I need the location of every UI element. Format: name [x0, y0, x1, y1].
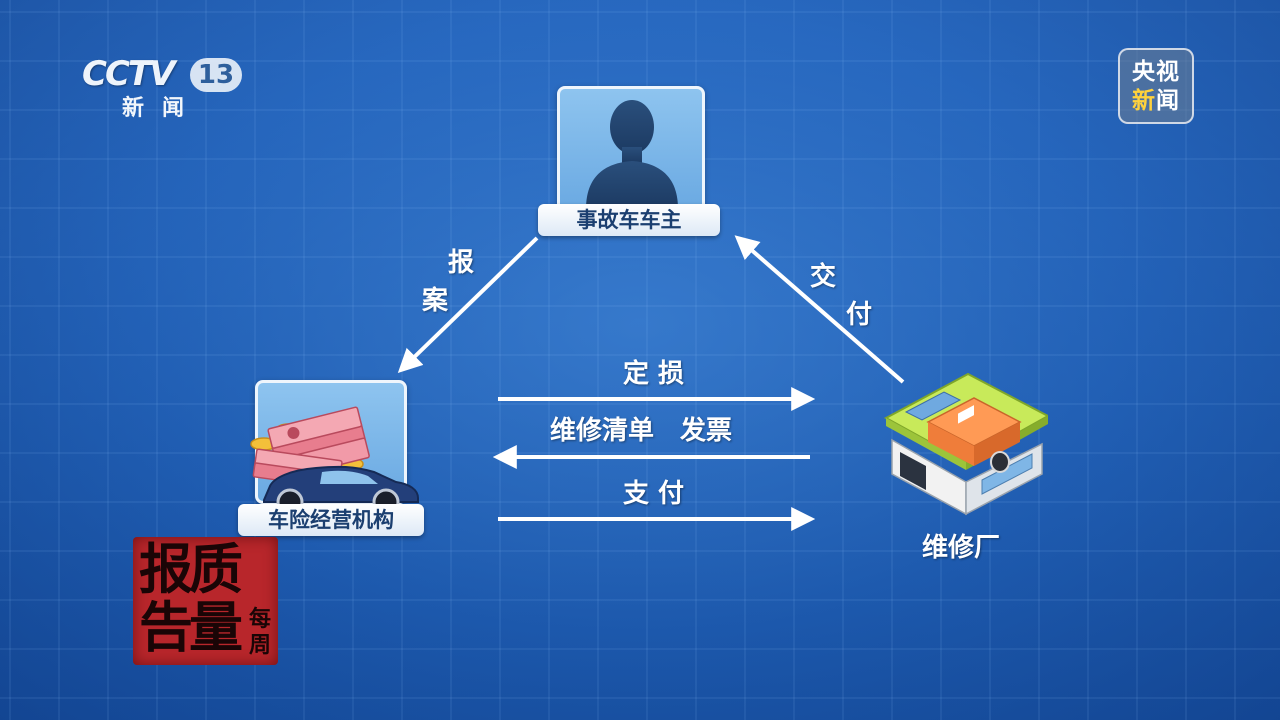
seal-char-1: 报: [139, 537, 193, 601]
money-car-icon: [250, 406, 419, 508]
seal-char-3: 告: [139, 595, 193, 659]
cctv-13-logo: CCTV 13 新闻: [82, 54, 247, 124]
repair-shop-building-icon: [883, 372, 1048, 516]
badge-line-2: 新闻: [1120, 87, 1192, 115]
cctv-news-badge: 央视 新闻: [1118, 48, 1194, 124]
pay-label: 支 付: [623, 479, 685, 509]
report-arrow: [397, 236, 539, 374]
badge-rest-char: 闻: [1156, 88, 1180, 114]
repair-shop-label: 维修厂: [922, 533, 1001, 563]
deliver-label-char-2: 付: [846, 300, 873, 330]
channel-subtitle: 新闻: [122, 96, 203, 121]
cctv-wordmark: CCTV: [82, 54, 175, 94]
owner-node-label: 事故车车主: [538, 204, 720, 236]
seal-small-char-1: 每: [249, 606, 272, 632]
report-label-char-2: 案: [422, 286, 449, 316]
seal-char-2: 质: [189, 537, 243, 601]
seal-small-char-2: 周: [249, 632, 272, 658]
report-label-char-1: 报: [448, 248, 475, 278]
badge-highlight-char: 新: [1132, 88, 1156, 114]
badge-line-1: 央视: [1132, 59, 1180, 85]
bill-invoice-label: 维修清单 发票: [550, 416, 733, 446]
seal-char-4: 量: [189, 595, 243, 659]
owner-node-card: [557, 86, 705, 214]
deliver-arrow: [734, 235, 905, 384]
insurer-node-label: 车险经营机构: [238, 504, 424, 536]
assess-label: 定 损: [623, 359, 685, 389]
person-silhouette-icon: [586, 100, 678, 209]
channel-number: 13: [190, 58, 242, 92]
program-seal-logo: 报 质 告 量 每 周: [133, 537, 278, 665]
deliver-label-char-1: 交: [810, 262, 837, 292]
